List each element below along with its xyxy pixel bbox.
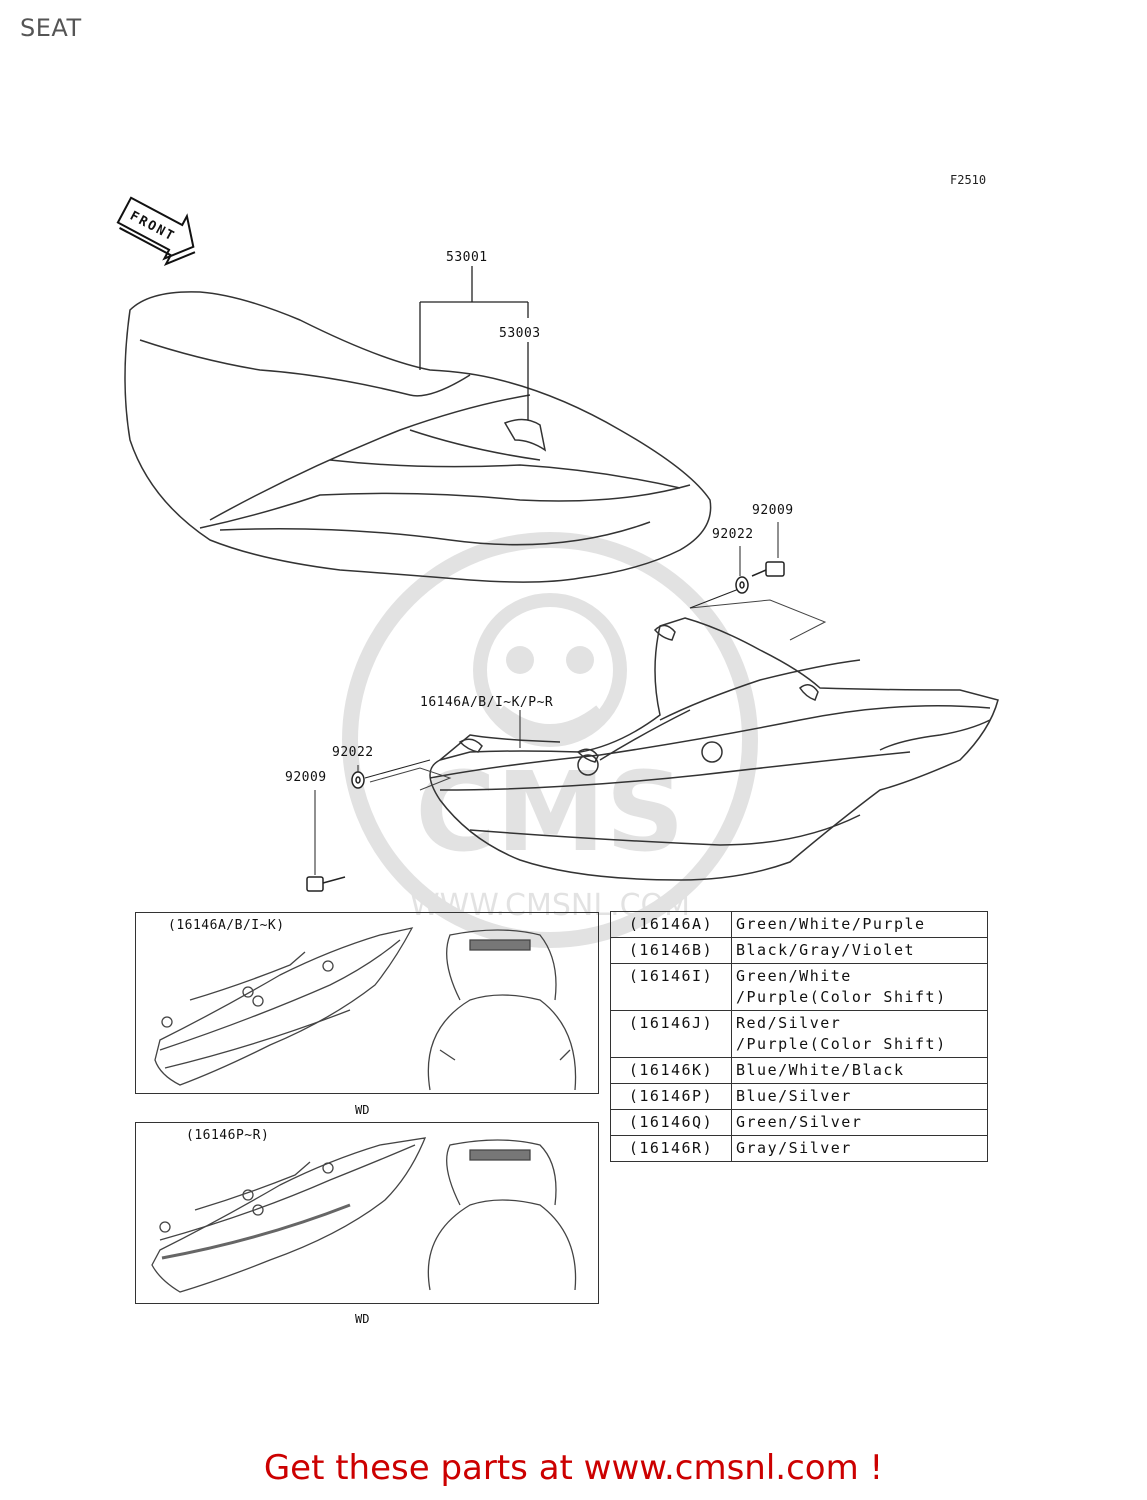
- color-description: Blue/Silver: [731, 1083, 988, 1110]
- color-line: /Purple(Color Shift): [736, 988, 947, 1006]
- color-line: Green/Silver: [736, 1113, 863, 1131]
- watermark-text: CMS: [415, 748, 684, 876]
- part-code: (16146R): [610, 1135, 732, 1162]
- front-arrow-icon: FRONT: [116, 196, 196, 266]
- variant-box-2-footer: WD: [355, 1312, 370, 1326]
- color-description: Black/Gray/Violet: [731, 937, 988, 964]
- variant-box-1-footer: WD: [355, 1103, 370, 1117]
- color-line: Gray/Silver: [736, 1139, 852, 1157]
- color-table-row: (16146K)Blue/White/Black: [610, 1057, 988, 1084]
- part-code: (16146J): [610, 1010, 732, 1058]
- washer-left-icon: [351, 759, 431, 789]
- color-table-row: (16146P)Blue/Silver: [610, 1083, 988, 1110]
- color-table-row: (16146I)Green/White/Purple(Color Shift): [610, 963, 988, 1011]
- bolt-right-icon: [689, 522, 785, 609]
- color-variant-table: (16146A)Green/White/Purple(16146B)Black/…: [610, 911, 988, 1162]
- tail-cover-drawing: [429, 617, 999, 881]
- part-code: (16146I): [610, 963, 732, 1011]
- variant-1-drawing: [154, 927, 577, 1091]
- color-description: Green/White/Purple: [731, 911, 988, 938]
- color-table-row: (16146R)Gray/Silver: [610, 1135, 988, 1162]
- label-92009-left: 92009: [285, 770, 327, 785]
- color-table-row: (16146Q)Green/Silver: [610, 1109, 988, 1136]
- color-description: Blue/White/Black: [731, 1057, 988, 1084]
- label-16146: 16146A/B/I~K/P~R: [420, 695, 554, 710]
- page-title: SEAT: [20, 14, 82, 42]
- color-line: Blue/White/Black: [736, 1061, 905, 1079]
- part-code: (16146B): [610, 937, 732, 964]
- color-description: Green/Silver: [731, 1109, 988, 1136]
- color-table-row: (16146B)Black/Gray/Violet: [610, 937, 988, 964]
- color-line: /Purple(Color Shift): [736, 1035, 947, 1053]
- part-code: (16146P): [610, 1083, 732, 1110]
- part-code: (16146A): [610, 911, 732, 938]
- variant-2-drawing: [151, 1137, 577, 1293]
- color-table-row: (16146A)Green/White/Purple: [610, 911, 988, 938]
- label-53003: 53003: [499, 326, 541, 341]
- leader-53001: [419, 266, 529, 420]
- seat-drawing: [124, 291, 712, 583]
- color-description: Green/White/Purple(Color Shift): [731, 963, 988, 1011]
- bolt-left-icon: [306, 790, 346, 892]
- color-line: Red/Silver: [736, 1014, 842, 1032]
- variant-box-2: [135, 1122, 599, 1304]
- variant-box-2-label: (16146P~R): [186, 1128, 270, 1143]
- color-line: Green/White/Purple: [736, 915, 926, 933]
- mounting-plane: [369, 599, 827, 791]
- cta-link[interactable]: Get these parts at www.cmsnl.com !: [263, 1448, 884, 1488]
- label-92022-right: 92022: [712, 527, 754, 542]
- variant-box-1-label: (16146A/B/I~K): [168, 918, 285, 933]
- figure-code: F2510: [950, 173, 987, 187]
- color-line: Black/Gray/Violet: [736, 941, 916, 959]
- color-line: Blue/Silver: [736, 1087, 852, 1105]
- color-description: Gray/Silver: [731, 1135, 988, 1162]
- color-line: Green/White: [736, 967, 852, 985]
- color-description: Red/Silver/Purple(Color Shift): [731, 1010, 988, 1058]
- part-code: (16146Q): [610, 1109, 732, 1136]
- label-92022-left: 92022: [332, 745, 374, 760]
- washer-right-icon: [735, 546, 749, 594]
- color-table-row: (16146J)Red/Silver/Purple(Color Shift): [610, 1010, 988, 1058]
- part-code: (16146K): [610, 1057, 732, 1084]
- label-92009-right: 92009: [752, 503, 794, 518]
- variant-box-1: [135, 912, 599, 1094]
- label-53001: 53001: [446, 250, 488, 265]
